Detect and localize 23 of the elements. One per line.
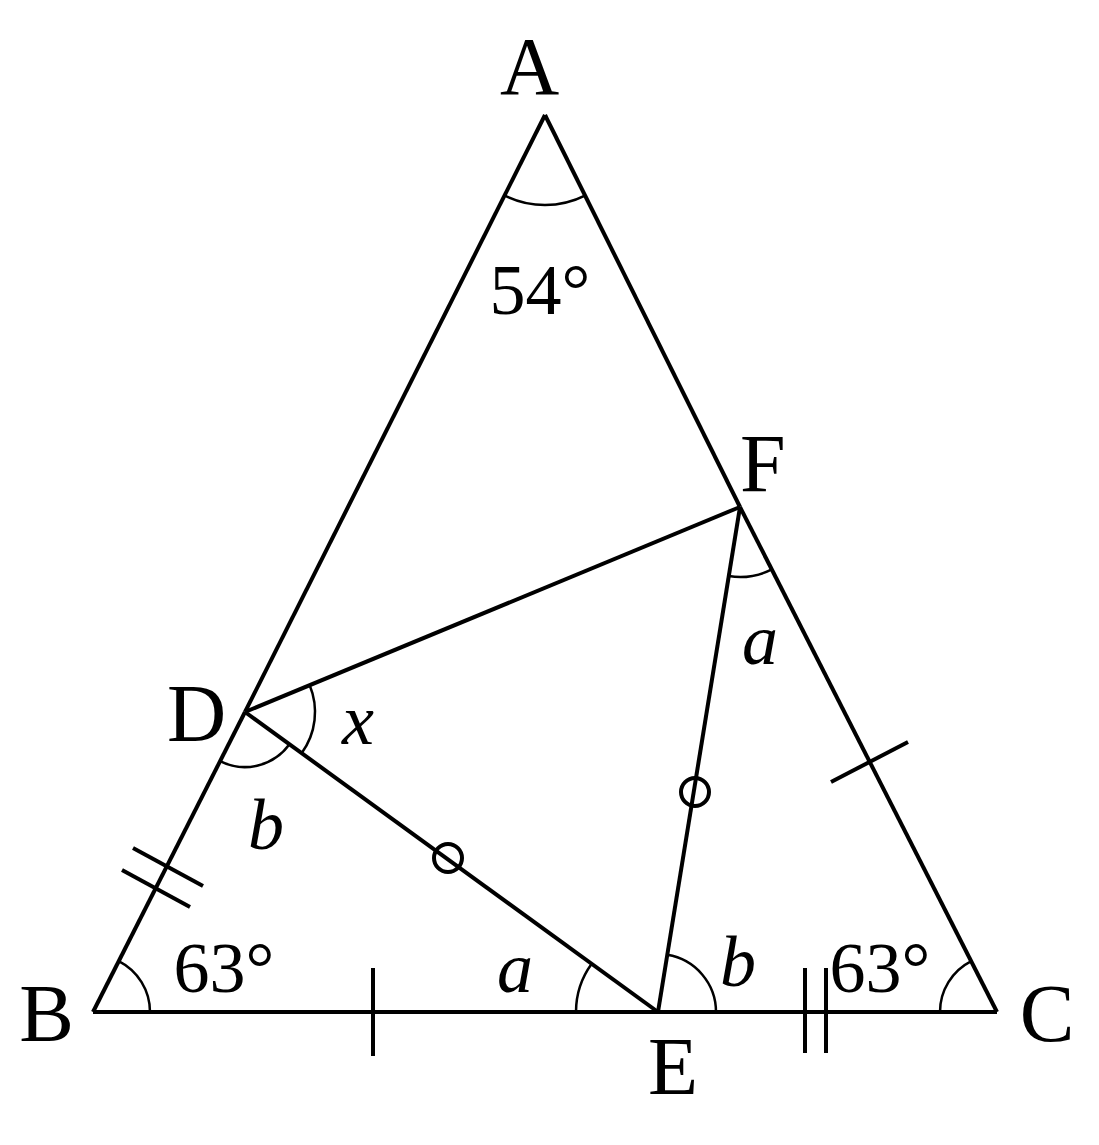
line-segment bbox=[656, 506, 742, 1013]
angle-label: b bbox=[720, 926, 756, 998]
vertex-label: E bbox=[618, 1012, 698, 1122]
angle-label: 63° bbox=[173, 932, 275, 1004]
angle-label: b bbox=[248, 789, 284, 861]
line-segment bbox=[243, 114, 547, 713]
vertex-label: F bbox=[740, 420, 820, 507]
angle-label: 63° bbox=[829, 932, 931, 1004]
line-segment bbox=[244, 505, 741, 714]
vertex-label: B bbox=[0, 972, 93, 1056]
vertex-label: C bbox=[997, 972, 1097, 1056]
line-segment bbox=[91, 711, 247, 1013]
line-segment bbox=[243, 710, 660, 1014]
line-segment bbox=[658, 1010, 997, 1014]
angle-label: x bbox=[342, 684, 374, 756]
line-segment bbox=[543, 114, 742, 508]
vertex-label: A bbox=[500, 18, 590, 115]
angle-label: a bbox=[742, 604, 778, 676]
vertex-label: D bbox=[148, 672, 245, 756]
line-segment bbox=[738, 506, 999, 1013]
angle-label: a bbox=[497, 932, 533, 1004]
angle-label: 54° bbox=[489, 254, 591, 326]
line-segment bbox=[93, 1010, 658, 1014]
